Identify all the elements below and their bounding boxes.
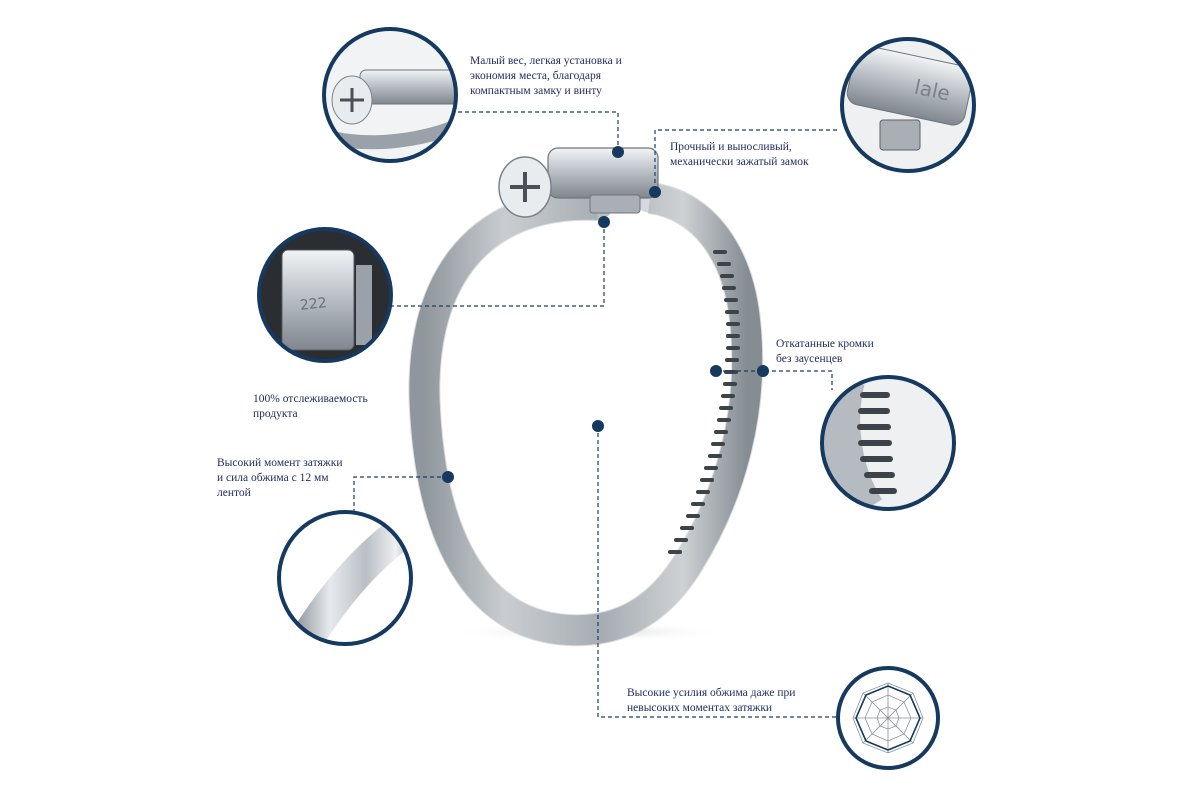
callout-force-line: Высокие усилия обжима даже при: [627, 687, 796, 699]
callout-torque-line: лентой: [217, 487, 251, 499]
inset-rolled-edges: [820, 375, 956, 511]
inset-ring: [820, 375, 956, 511]
inset-ring: [257, 227, 393, 363]
callout-edges-line: без заусенцев: [776, 353, 843, 365]
callout-lock-line: Прочный и выносливый,: [670, 141, 792, 153]
hose-clamp: [408, 147, 764, 647]
leader-lines: [353, 111, 838, 718]
callout-weight-line: Малый вес, легкая установка и: [470, 55, 622, 67]
dot-torque: [442, 471, 454, 483]
callout-force: Высокие усилия обжима даже при невысоких…: [627, 686, 795, 716]
band-perforations: [668, 250, 740, 554]
inset-housing-number: 222: [257, 227, 393, 363]
dot-edges-outer: [757, 365, 769, 377]
inset-screw-detail: [322, 27, 458, 163]
dot-edges-inner: [710, 365, 722, 377]
callout-edges: Откатанные кромки без заусенцев: [776, 337, 874, 367]
inset-ring: [322, 27, 458, 163]
inset-ring: [277, 510, 413, 646]
dot-lock: [649, 186, 661, 198]
clamp-band-edge: [408, 182, 764, 647]
inset-lock-detail: lale: [840, 37, 976, 173]
callout-dots: [442, 146, 769, 483]
clamp-band: [409, 183, 763, 646]
leader-force: [597, 426, 836, 718]
callout-traceability-line: продукта: [253, 408, 298, 420]
leader-torque: [353, 476, 448, 596]
callout-weight-line: компактным замку и винту: [470, 85, 602, 97]
callout-edges-line: Откатанные кромки: [776, 338, 874, 350]
callout-traceability-line: 100% отслеживаемость: [253, 393, 368, 405]
leader-lock: [654, 129, 838, 190]
dot-traceability: [598, 216, 610, 228]
inset-ring: [840, 37, 976, 173]
dot-weight: [612, 146, 624, 158]
callout-force-line: невысоких моментах затяжки: [627, 702, 773, 714]
inset-band-width: [277, 510, 413, 646]
inset-radar-chart: [836, 666, 940, 770]
callout-traceability: 100% отслеживаемость продукта: [253, 392, 368, 422]
screw-slot: [510, 172, 540, 202]
callout-lock: Прочный и выносливый, механически зажаты…: [670, 140, 809, 170]
callout-lock-line: механически зажатый замок: [670, 156, 809, 168]
callout-torque-line: Высокий момент затяжки: [217, 457, 343, 469]
screw-housing: [498, 147, 659, 218]
dot-force: [592, 420, 604, 432]
callout-weight: Малый вес, легкая установка и экономия м…: [470, 54, 622, 99]
callout-torque-line: и сила обжима с 12 мм: [217, 472, 329, 484]
callout-weight-line: экономия места, благодаря: [470, 70, 602, 82]
leader-edges: [716, 370, 833, 390]
callout-torque: Высокий момент затяжки и сила обжима с 1…: [217, 456, 342, 501]
leader-traceability: [390, 222, 605, 307]
housing-number-text: 222: [299, 295, 327, 314]
leader-weight: [458, 111, 619, 150]
inset-ring: [836, 666, 940, 770]
